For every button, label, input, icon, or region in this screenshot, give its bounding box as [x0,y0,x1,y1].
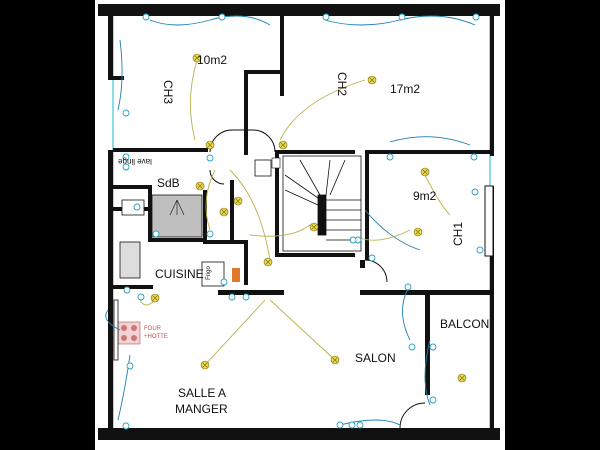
door-swings [209,129,426,429]
cuisine-window [113,299,119,361]
sdb-sink [121,199,145,216]
staircase [282,155,362,252]
room-label-ch1: CH1 [451,221,466,247]
outer-walls [98,4,500,440]
room-label-cuisine: CUISINE [155,267,204,281]
cooktop [117,321,141,345]
junction-box [254,159,272,177]
room-area-ch1: 9m2 [413,189,437,203]
fridge-socket [232,268,240,282]
fridge [201,261,225,287]
light-fixtures [150,53,467,383]
label-four-hotte: FOUR +HOTTE [144,326,168,340]
room-area-ch2: 17m2 [390,82,421,96]
lave-linge-line-1: lave linge [118,157,152,166]
room-label-salle-a: SALLE A [178,386,227,400]
room-label-balcon: BALCON [440,317,490,331]
label-frigo: Frigo [205,266,212,280]
room-label-sdb: SdB [157,176,180,190]
shower-drain [169,199,185,216]
wiring-olive [139,59,451,366]
room-label-lave-linge: lave linge [118,156,152,166]
ch1-window [484,185,494,257]
switch-box [271,157,281,169]
kitchen-sink [119,241,141,279]
sockets [122,13,484,430]
room-area-ch3: 10m2 [197,53,228,67]
room-label-manger: MANGER [175,402,228,416]
room-label-salon: SALON [355,351,396,365]
room-label-ch2: CH2 [335,71,350,97]
room-label-ch3: CH3 [161,79,176,105]
